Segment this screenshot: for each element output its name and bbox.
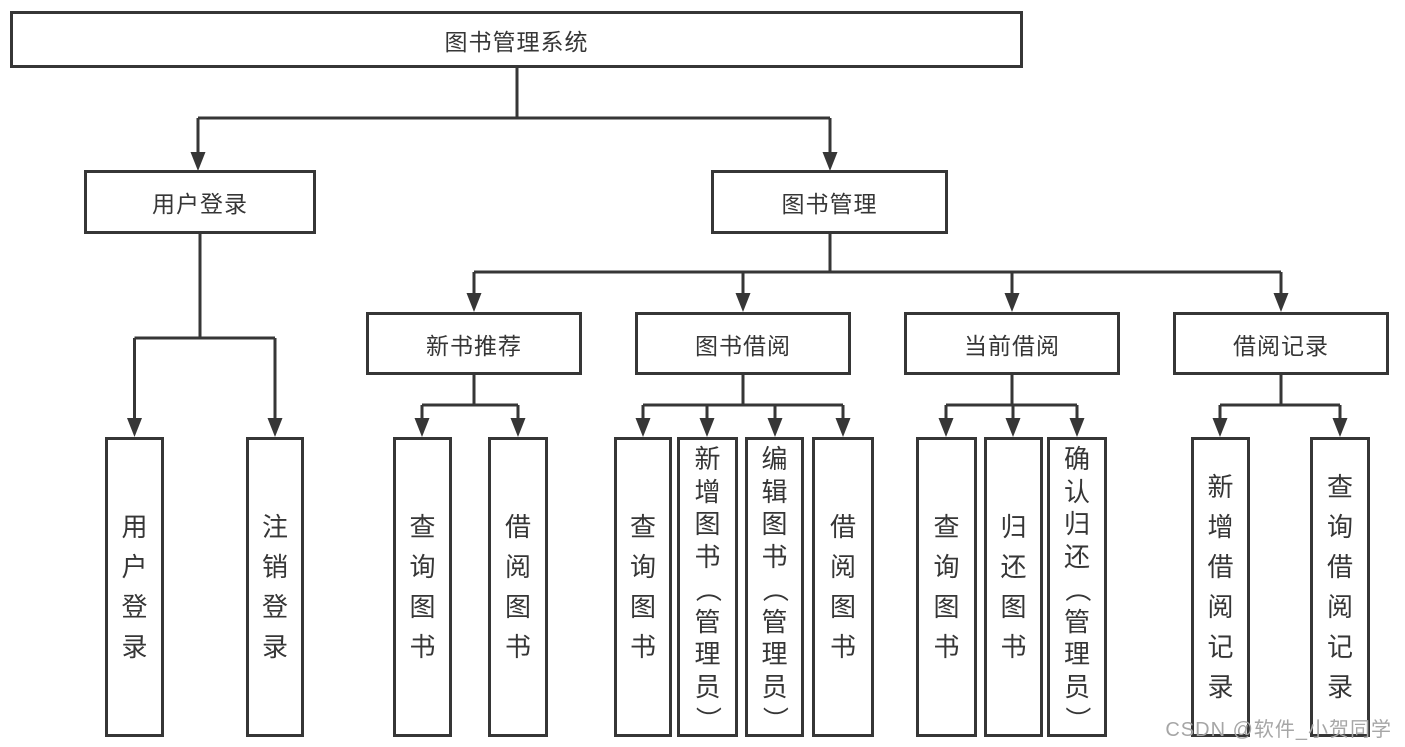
arrowhead-icons <box>127 152 1348 437</box>
node-borrow-records-label: 借阅记录 <box>1233 332 1329 359</box>
node-leaf-confirm-return-admin: 确认归还（管理员） <box>1047 437 1107 737</box>
node-new-book-recommend-label: 新书推荐 <box>426 332 522 359</box>
node-leaf-add-borrow-record: 新增借阅记录 <box>1191 437 1250 737</box>
node-user-login-label: 用户登录 <box>152 191 248 217</box>
node-borrow-records: 借阅记录 <box>1173 312 1389 375</box>
node-user-login: 用户登录 <box>84 170 316 234</box>
node-book-management: 图书管理 <box>711 170 948 234</box>
node-leaf-add-books-admin-label: 新增图书（管理员） <box>692 444 723 733</box>
node-current-borrow: 当前借阅 <box>904 312 1120 375</box>
node-root: 图书管理系统 <box>10 11 1023 68</box>
node-leaf-query-borrow-record: 查询借阅记录 <box>1310 437 1370 737</box>
node-leaf-query-books-1-label: 查询图书 <box>409 512 436 662</box>
node-leaf-user-login: 用户登录 <box>105 437 164 737</box>
node-root-label: 图书管理系统 <box>444 28 589 55</box>
node-book-management-label: 图书管理 <box>781 191 878 217</box>
node-leaf-borrow-books-2-label: 借阅图书 <box>829 512 856 662</box>
node-leaf-logout: 注销登录 <box>246 437 304 737</box>
node-leaf-return-books: 归还图书 <box>984 437 1043 737</box>
node-current-borrow-label: 当前借阅 <box>964 332 1060 359</box>
node-leaf-add-borrow-record-label: 新增借阅记录 <box>1207 472 1234 702</box>
node-leaf-query-books-3: 查询图书 <box>916 437 977 737</box>
node-leaf-user-login-label: 用户登录 <box>121 512 148 662</box>
node-book-borrow: 图书借阅 <box>635 312 851 375</box>
node-leaf-query-books-2-label: 查询图书 <box>629 512 656 662</box>
node-leaf-borrow-books-1-label: 借阅图书 <box>504 512 531 662</box>
node-leaf-confirm-return-admin-label: 确认归还（管理员） <box>1062 444 1093 733</box>
node-leaf-edit-books-admin: 编辑图书（管理员） <box>745 437 804 737</box>
watermark: CSDN @软件_小贺同学 <box>1165 719 1392 741</box>
node-leaf-return-books-label: 归还图书 <box>1000 512 1027 662</box>
node-leaf-query-borrow-record-label: 查询借阅记录 <box>1326 472 1353 702</box>
node-leaf-query-books-3-label: 查询图书 <box>933 512 960 662</box>
node-leaf-edit-books-admin-label: 编辑图书（管理员） <box>759 444 790 733</box>
node-leaf-logout-label: 注销登录 <box>261 512 288 662</box>
node-new-book-recommend: 新书推荐 <box>366 312 582 375</box>
node-leaf-query-books-2: 查询图书 <box>614 437 672 737</box>
node-leaf-query-books-1: 查询图书 <box>393 437 452 737</box>
node-leaf-borrow-books-1: 借阅图书 <box>488 437 548 737</box>
node-leaf-add-books-admin: 新增图书（管理员） <box>677 437 738 737</box>
node-book-borrow-label: 图书借阅 <box>695 332 791 359</box>
node-leaf-borrow-books-2: 借阅图书 <box>812 437 874 737</box>
